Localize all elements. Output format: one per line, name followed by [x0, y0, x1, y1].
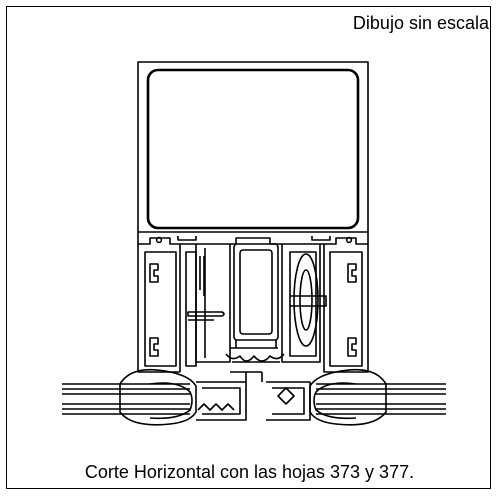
frame-profile	[137, 61, 369, 245]
right-glazing	[261, 368, 387, 426]
drawing-caption: Corte Horizontal con las hojas 373 y 377…	[84, 462, 415, 482]
left-glass-pane	[62, 383, 190, 415]
center-mullion-profile	[225, 243, 285, 363]
scale-note: Dibujo sin escala	[352, 13, 489, 33]
right-sash-profile	[281, 244, 369, 373]
left-glazing	[119, 368, 262, 426]
left-sash-profile	[137, 244, 231, 373]
right-glass-pane	[316, 383, 446, 415]
